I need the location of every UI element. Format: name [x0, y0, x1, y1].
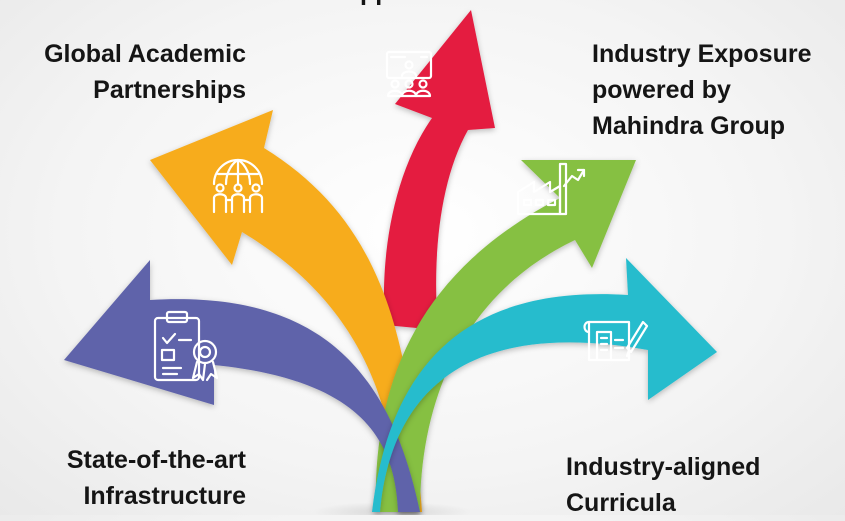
purple-arrow [64, 260, 420, 512]
presentation-audience-icon [385, 50, 433, 98]
top-label-partial: Opportunities [0, 0, 845, 10]
state-of-the-art-infrastructure-label: State-of-the-art Infrastructure [66, 446, 246, 510]
global-network-people-icon [212, 158, 264, 214]
industry-exposure-label: Industry Exposure powered by Mahindra Gr… [592, 40, 812, 140]
orange-arrow [150, 110, 422, 512]
teal-arrow [372, 258, 717, 512]
clipboard-certificate-icon [153, 310, 219, 382]
industry-aligned-curricula-label: Industry-aligned Curricula [566, 453, 761, 517]
global-academic-partnerships-label: Global Academic Partnerships [44, 40, 246, 104]
blueprint-building-icon [583, 320, 649, 362]
factory-growth-icon [516, 162, 586, 216]
